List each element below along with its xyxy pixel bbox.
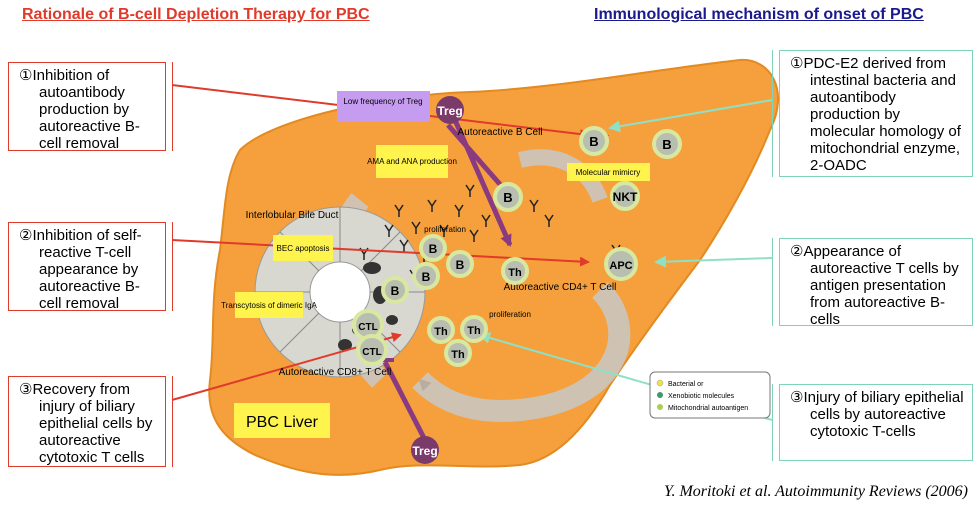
treg-cell-top: Treg [436,96,464,124]
svg-text:B: B [456,258,465,272]
b-cell-2: B [652,129,682,159]
left-box-1: ①Inhibition of autoantibody production b… [8,62,166,152]
left-box-3-bar [172,376,173,467]
autoreactive-cd8-label: Autoreactive CD8+ T Cell [279,367,392,378]
left-header: Rationale of B-cell Depletion Therapy fo… [22,6,370,23]
right-box-3: ③Injury of biliary epithelial cells by a… [779,384,973,461]
right-box-1-bar [772,50,773,177]
svg-text:Th: Th [434,326,448,338]
interlobular-label: Interlobular Bile Duct [246,210,339,221]
ama-ana-label-bg [376,145,448,178]
molecular-mimicry-label: Molecular mimicry [576,168,640,177]
legend-item-1: Bacterial or [668,381,704,388]
nkt-cell: NKT [610,181,640,211]
cells: Treg Treg B B B NKT B B B B APC Th Th Th… [352,96,682,464]
svg-text:Treg: Treg [437,104,462,118]
b-cell-5: B [446,250,474,278]
b-cell-3: B [493,182,523,212]
ama-ana-label: AMA and ANA production [367,157,457,166]
left-box-2: ②Inhibition of self-reactive T-cell appe… [8,222,166,312]
th-cell-1: Th [501,257,529,285]
svg-text:B: B [422,270,431,284]
th-cell-4: Th [444,339,472,367]
b-cell-4: B [419,234,447,262]
left-box-2-bar [172,222,173,311]
left-box-1-text: ①Inhibition of autoantibody production b… [19,67,140,152]
proliferation-label-2: proliferation [489,310,531,319]
low-freq-treg-label: Low frequency of Treg [343,97,422,106]
legend-item-3: Mitochondrial autoantigen [668,405,748,412]
legend: Bacterial or Xenobiotic molecules Mitoch… [649,371,771,419]
left-box-1-bar [172,62,173,151]
legend-item-2: Xenobiotic molecules [668,393,735,400]
swoop-arrow-right [412,282,631,422]
svg-text:APC: APC [609,260,632,272]
th-cell-2: Th [427,316,455,344]
svg-text:NKT: NKT [613,190,638,204]
svg-text:Th: Th [467,325,481,337]
bec-apoptosis-label-bg [273,235,333,261]
left-box-2-text: ②Inhibition of self-reactive T-cell appe… [19,227,142,312]
b-cell-7: B [381,276,409,304]
teal-arrow-1 [608,99,773,133]
b-cell-6: B [412,262,440,290]
right-box-3-text: ③Injury of biliary epithelial cells by a… [790,389,964,440]
apc-cell: APC [604,247,638,281]
autoreactive-b-label: Autoreactive B Cell [457,127,542,138]
svg-text:Th: Th [508,267,522,279]
svg-text:Treg: Treg [412,444,437,458]
svg-text:CTL: CTL [358,322,377,333]
svg-text:CTL: CTL [362,347,381,358]
right-box-1: ①PDC-E2 derived from intestinal bacteria… [779,50,973,177]
molecular-mimicry-label-bg [567,163,650,181]
autoreactive-cd4-label: Autoreactive CD4+ T Cell [504,282,617,293]
right-header: Immunological mechanism of onset of PBC [594,6,924,23]
left-box-3: ③Recovery from injury of biliary epithel… [8,376,166,467]
svg-text:B: B [429,242,438,256]
proliferation-label-1: proliferation [424,225,466,234]
treg-cell-bottom: Treg [411,436,439,464]
pbc-liver-label-bg [234,403,330,438]
svg-text:Th: Th [451,349,465,361]
transcytosis-label: Transcytosis of dimeric IgA [221,301,317,310]
treg-arrow-top-2 [446,123,507,192]
right-box-1-text: ①PDC-E2 derived from intestinal bacteria… [790,55,961,174]
svg-text:B: B [589,134,598,149]
low-freq-treg-label-bg [337,91,430,122]
citation: Y. Moritoki et al. Autoimmunity Reviews … [664,483,968,500]
right-box-2-text: ②Appearance of autoreactive T cells by a… [790,243,959,328]
pbc-liver-label: PBC Liver [246,414,319,431]
th-cell-3: Th [460,315,488,343]
treg-arrow-bottom [382,360,428,442]
left-box-3-text: ③Recovery from injury of biliary epithel… [19,381,153,466]
bec-apoptosis-label: BEC apoptosis [277,244,330,253]
teal-arrow-2 [654,255,773,268]
right-box-2-bar [772,238,773,326]
svg-text:B: B [503,190,512,205]
transcytosis-label-bg [235,292,303,318]
ctl-cell-2: CTL [356,334,388,366]
right-box-2: ②Appearance of autoreactive T cells by a… [779,238,973,328]
svg-text:B: B [391,284,400,298]
b-cell-1: B [579,126,609,156]
svg-text:B: B [662,137,671,152]
right-box-3-bar [772,384,773,461]
